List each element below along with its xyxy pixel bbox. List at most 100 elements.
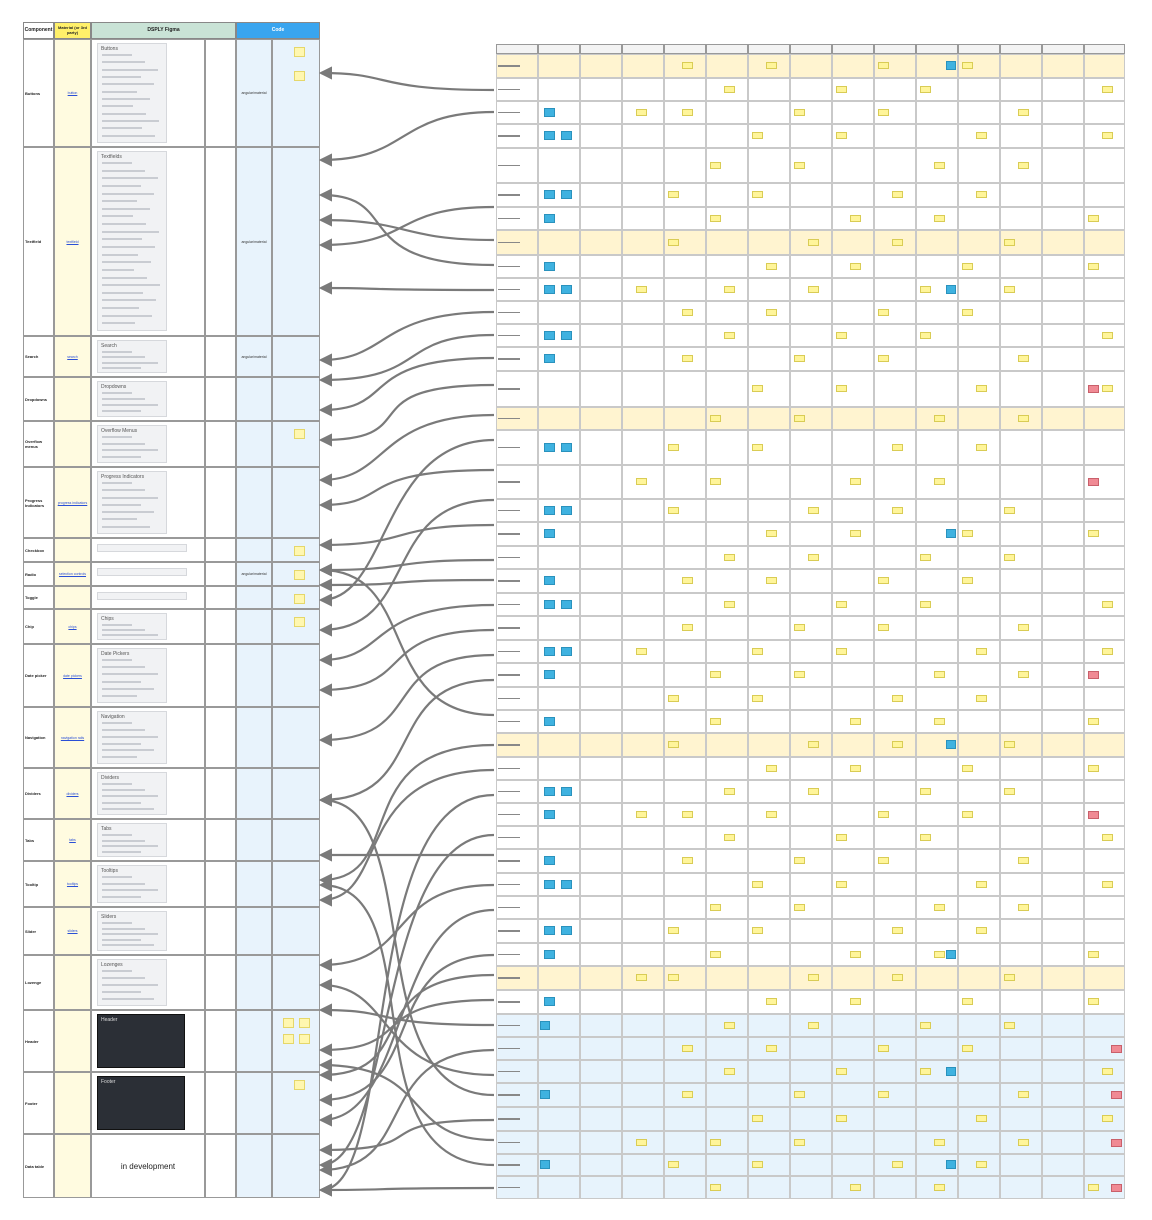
table-cell xyxy=(54,467,91,538)
matrix-cell xyxy=(958,803,1000,826)
matrix-cell xyxy=(916,278,958,301)
table-cell xyxy=(54,586,91,609)
matrix-cell xyxy=(1084,522,1125,546)
matrix-cell xyxy=(916,101,958,124)
matrix-cell xyxy=(1000,278,1042,301)
table-cell xyxy=(54,768,91,819)
status-chip xyxy=(1088,385,1099,393)
package-chip xyxy=(878,810,889,818)
package-chip xyxy=(850,530,861,537)
matrix-cell xyxy=(790,919,832,943)
material-link[interactable]: chips xyxy=(68,624,77,629)
material-link[interactable]: progress indicators xyxy=(57,500,88,505)
package-chip xyxy=(636,285,647,293)
matrix-row xyxy=(496,990,1125,1014)
matrix-cell xyxy=(580,663,622,687)
material-link[interactable]: search xyxy=(67,354,78,359)
package-chip xyxy=(850,262,861,270)
package-chip xyxy=(836,600,847,608)
thumbnail-title: Overflow Menus xyxy=(101,428,138,434)
row-label-mark xyxy=(498,813,520,815)
matrix-cell xyxy=(874,430,916,465)
component-chip xyxy=(561,330,572,340)
package-chip xyxy=(808,506,819,514)
package-chip xyxy=(934,671,945,678)
thumbnail-line xyxy=(102,694,137,697)
row-label-mark xyxy=(498,1141,520,1143)
matrix-cell xyxy=(580,499,622,522)
matrix-cell xyxy=(538,148,580,183)
matrix-cell xyxy=(496,301,538,324)
matrix-cell xyxy=(1084,593,1125,616)
figma-thumbnail: Textfields xyxy=(97,151,167,331)
matrix-cell xyxy=(1000,371,1042,407)
thumbnail-title: Sliders xyxy=(101,914,117,920)
matrix-cell xyxy=(622,499,664,522)
matrix-cell xyxy=(538,733,580,757)
table-cell xyxy=(272,39,320,147)
material-link[interactable]: date pickers xyxy=(63,673,82,678)
package-chip xyxy=(920,1021,931,1029)
material-link[interactable]: dividers xyxy=(66,791,79,796)
matrix-cell xyxy=(1042,78,1084,101)
matrix-cell xyxy=(1000,148,1042,183)
matrix-cell xyxy=(538,990,580,1014)
matrix-cell xyxy=(832,255,874,278)
mapping-arrow xyxy=(318,883,495,972)
matrix-cell xyxy=(706,919,748,943)
material-link[interactable]: tooltips xyxy=(66,882,79,886)
mapping-arrow xyxy=(318,558,495,577)
matrix-cell xyxy=(1042,1083,1084,1107)
material-link[interactable]: selection controls xyxy=(58,572,87,576)
thumbnail-line xyxy=(102,722,132,724)
matrix-cell xyxy=(790,54,832,78)
package-chip xyxy=(752,132,763,139)
matrix-cell xyxy=(496,230,538,255)
matrix-cell xyxy=(496,687,538,710)
matrix-cell xyxy=(748,687,790,710)
matrix-cell xyxy=(958,148,1000,183)
matrix-cell xyxy=(748,1037,790,1060)
material-link[interactable]: tabs xyxy=(69,838,76,842)
matrix-cell xyxy=(1084,896,1125,919)
matrix-cell xyxy=(1084,1037,1125,1060)
table-cell xyxy=(54,421,91,467)
sticky-note xyxy=(283,1034,294,1044)
material-link[interactable]: navigation rails xyxy=(60,735,85,740)
material-link[interactable]: textfield xyxy=(66,239,79,244)
row-label-mark xyxy=(498,481,520,483)
component-chip xyxy=(540,1020,550,1030)
matrix-cell xyxy=(916,757,958,780)
package-chip xyxy=(710,671,721,678)
package-chip xyxy=(794,108,805,116)
table-cell xyxy=(91,336,205,377)
matrix-cell xyxy=(832,101,874,124)
package-chip xyxy=(1004,741,1015,748)
package-chip xyxy=(668,238,679,246)
component-name: Checkbox xyxy=(25,547,45,553)
matrix-cell xyxy=(1042,849,1084,873)
matrix-cell xyxy=(538,347,580,371)
component-chip xyxy=(561,926,572,935)
table-cell xyxy=(236,377,272,421)
table-cell xyxy=(91,39,205,147)
sticky-note xyxy=(294,617,305,627)
matrix-cell xyxy=(916,593,958,616)
package-chip xyxy=(1018,414,1029,422)
matrix-cell xyxy=(1084,347,1125,371)
row-label-mark xyxy=(498,446,520,448)
thumbnail-title: Progress Indicators xyxy=(101,474,145,480)
component-chip xyxy=(544,599,555,609)
matrix-cell xyxy=(832,1176,874,1199)
status-chip xyxy=(1111,1091,1122,1099)
matrix-cell xyxy=(874,230,916,255)
matrix-cell xyxy=(916,710,958,733)
matrix-cell xyxy=(580,1014,622,1037)
matrix-cell xyxy=(790,324,832,347)
component-chip xyxy=(561,646,572,656)
package-chip xyxy=(808,238,819,246)
package-chip xyxy=(850,214,861,222)
thumbnail-title: Date Pickers xyxy=(101,651,130,657)
material-link[interactable]: button xyxy=(67,91,78,95)
material-link[interactable]: sliders xyxy=(67,929,78,933)
